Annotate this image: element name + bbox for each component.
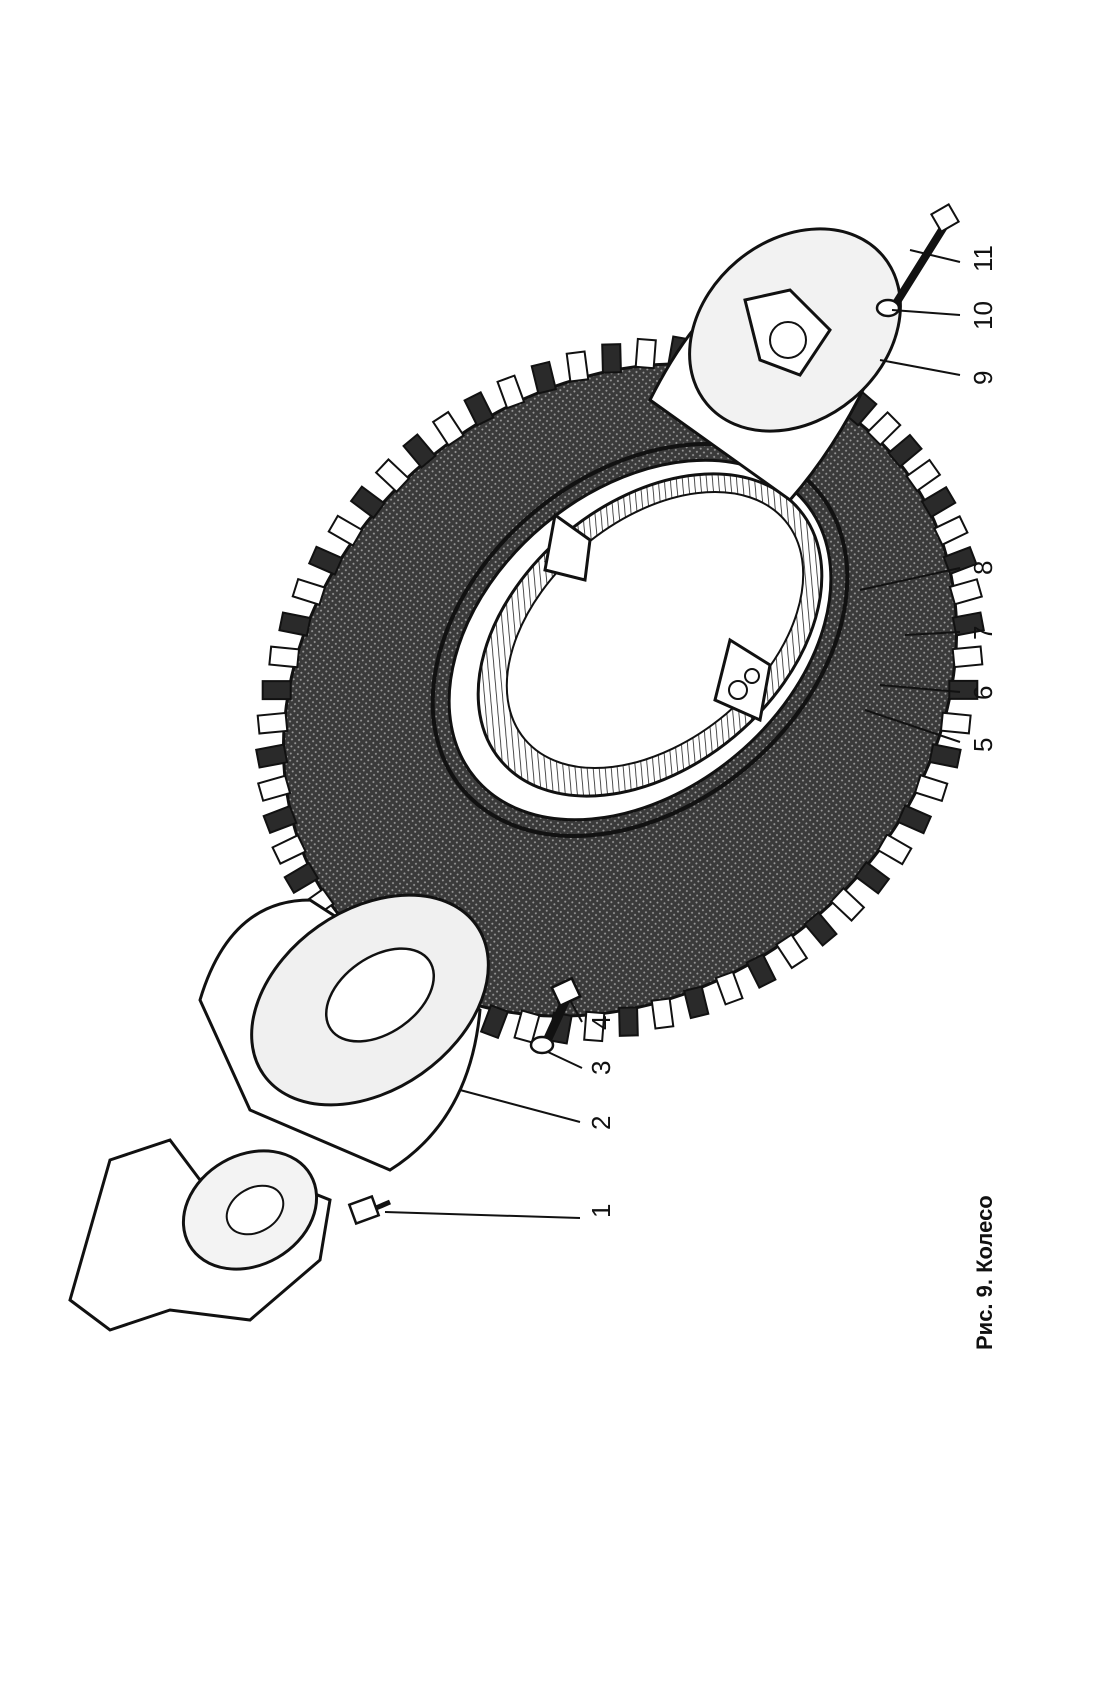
leader-7 [904,631,961,636]
callout-7: 7 [968,626,998,640]
tread-block [261,680,292,701]
tread-block [565,350,590,383]
callout-10: 10 [968,301,998,330]
tread-block [948,679,979,700]
tread-block [803,911,838,947]
tread-block [745,953,777,989]
figure-caption: Рис. 9. Колесо [972,1195,997,1350]
callout-9: 9 [968,371,998,385]
tread-block [951,611,985,637]
leader-lines [384,249,961,1219]
callout-4: 4 [586,1016,616,1030]
washer-10 [875,298,901,318]
tread-block [268,645,301,669]
callout-2: 2 [586,1116,616,1130]
bolt-1 [347,1194,391,1226]
leader-4 [569,999,583,1023]
tread-block [307,545,344,576]
tread-block [714,970,744,1006]
tread-block [682,985,710,1020]
leader-1 [384,1211,581,1219]
washer-3 [529,1035,555,1055]
tread-block [291,577,327,606]
tread-block [650,997,675,1030]
tread-block [942,545,978,576]
leader-6 [879,684,961,693]
tread-block [887,433,923,469]
tread-block [920,485,957,519]
tread-block [876,833,913,866]
rim-bracket-upper [543,512,592,582]
callout-5: 5 [968,738,998,752]
tread-block [583,1010,606,1043]
tread-block [271,833,307,865]
tire-tread [255,335,985,1045]
tread-block [896,804,933,835]
tread-block [431,410,465,447]
tread-block [905,458,942,493]
leader-10 [891,309,961,316]
tread-block [939,711,972,735]
leader-5 [864,709,961,743]
outer-hub [648,227,902,503]
leader-8 [859,567,961,591]
tread-block [829,886,866,922]
inner-hub [198,893,490,1172]
tread-block [278,611,312,637]
tread-block [775,933,809,970]
leader-3 [547,1051,583,1069]
leader-11 [909,249,961,263]
callout-1: 1 [586,1204,616,1218]
leader-2 [459,1089,581,1123]
tread-block [854,860,891,895]
tread-block [496,374,526,410]
tread-block [256,711,289,735]
bolt-11 [891,202,961,308]
tread-block [948,578,984,606]
tread-block [374,458,411,494]
tread-block [928,743,962,769]
tread-block [951,645,984,669]
callout-8: 8 [968,561,998,575]
tread-block [283,861,320,895]
tread-block [913,774,949,803]
tread-block [601,343,622,374]
callout-11: 11 [968,245,998,272]
tread-block [327,514,364,547]
tread-block [634,337,657,370]
tread-block [866,410,902,447]
tread-block [618,1006,639,1037]
tread-block [933,515,969,547]
tread-block [349,485,386,520]
tread-block [463,391,495,427]
tread-block [256,774,292,802]
callout-labels: 1 2 3 4 5 6 7 8 9 10 11 [586,245,998,1218]
tread-block [530,360,558,395]
callout-3: 3 [586,1061,616,1075]
tread-block [262,804,298,835]
rim-bracket-lower [713,637,772,723]
tread-block [402,433,437,469]
tread-block [479,1004,510,1040]
final-drive-housing [68,1138,332,1332]
tread-block [513,1009,541,1044]
callout-6: 6 [968,686,998,700]
tread-block [255,743,289,769]
leader-9 [879,359,961,376]
